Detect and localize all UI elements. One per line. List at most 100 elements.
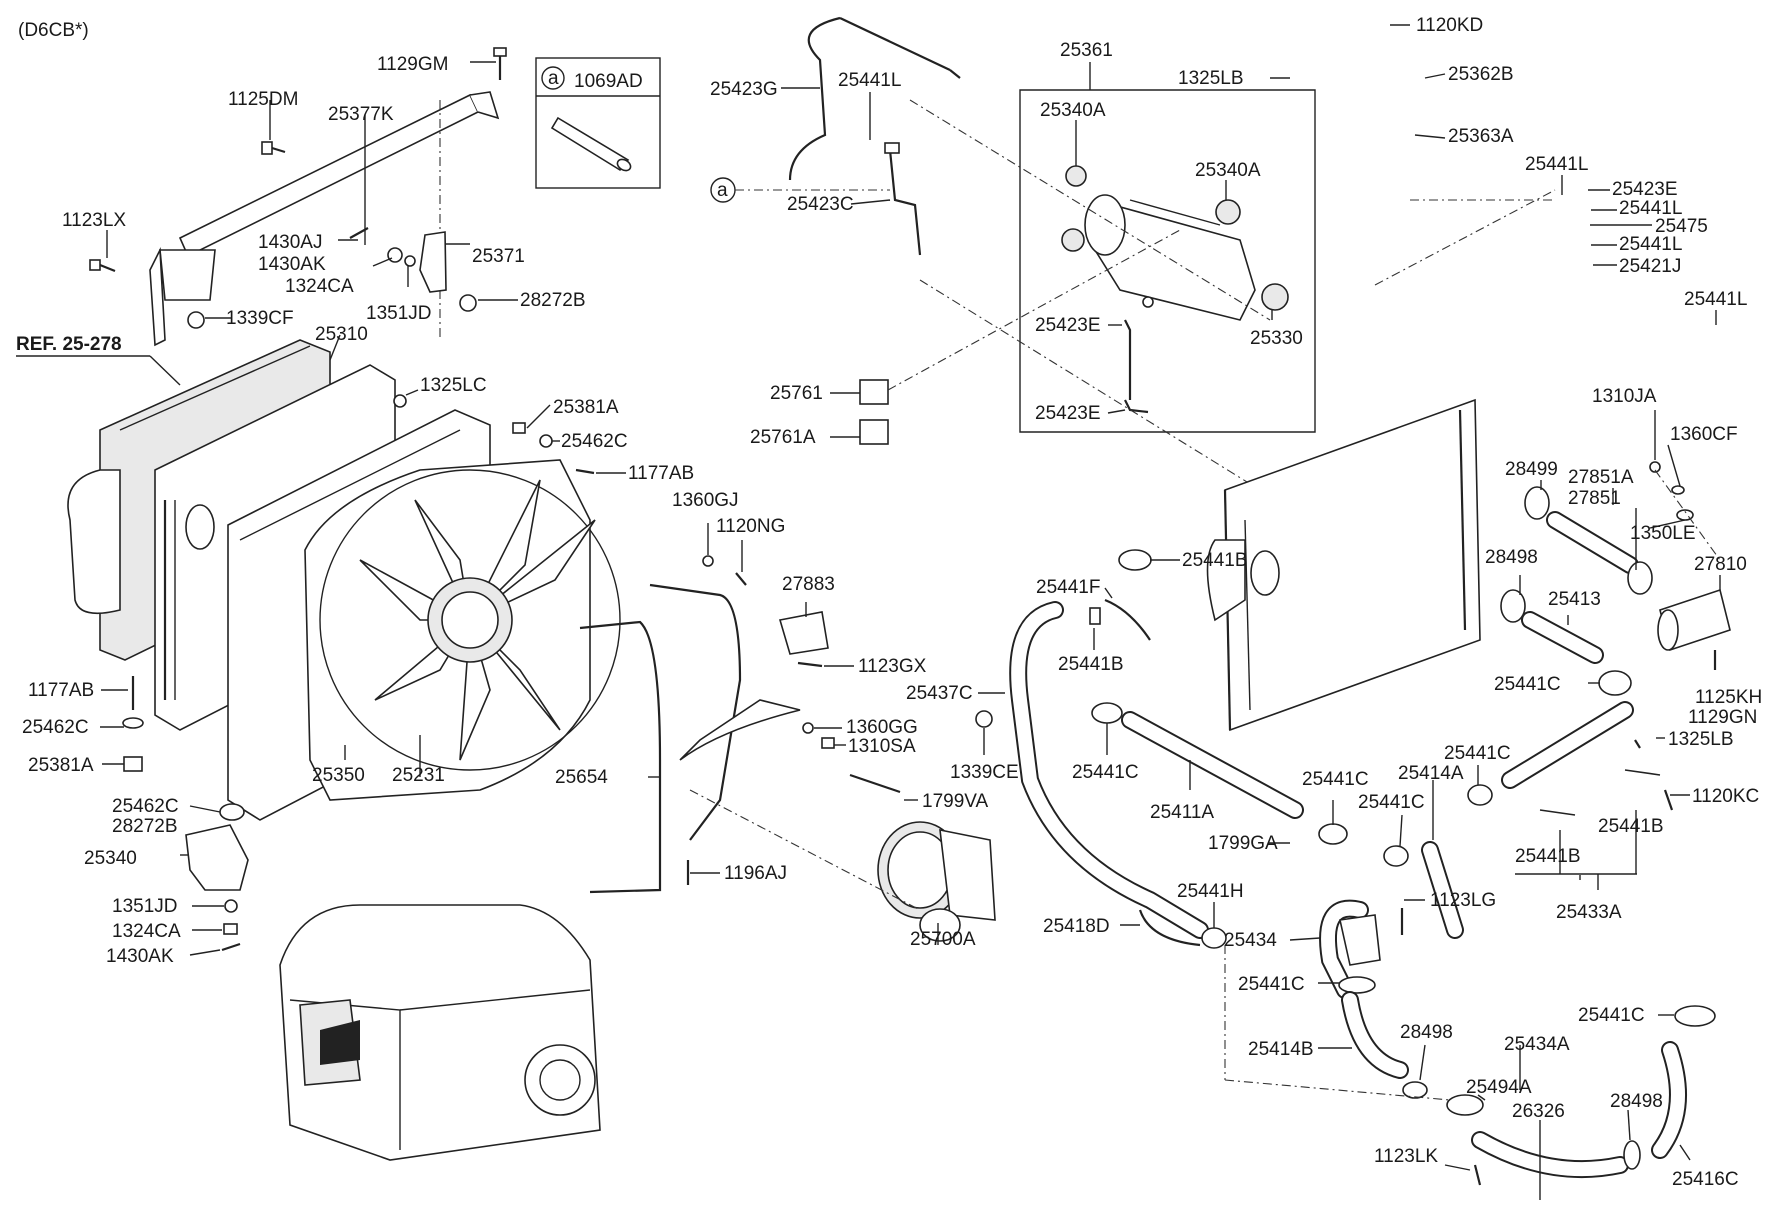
label-25377K: 25377K	[328, 104, 394, 125]
label-1177AB-top: 1177AB	[628, 463, 694, 484]
bolt-icon-1129GM	[493, 47, 507, 80]
label-25441C-r: 25441C	[1494, 674, 1561, 695]
washer-icon-1324CA	[387, 247, 403, 263]
label-25462C-left: 25462C	[22, 717, 89, 738]
washer-icon-1351JD-low	[224, 899, 238, 913]
label-1120KC: 1120KC	[1692, 786, 1759, 807]
label-1125DM: 1125DM	[228, 89, 298, 110]
clamp-icon-25441C-r	[1598, 670, 1632, 696]
clamp-icon-25441C-c	[1467, 784, 1493, 806]
washer-icon-1360CF	[1671, 485, 1685, 495]
label-1360GJ: 1360GJ	[672, 490, 739, 511]
washer-icon-1360GJ	[702, 555, 714, 567]
bolt-icon-1120KC	[1663, 789, 1674, 811]
inset-part-number: 1069AD	[574, 71, 643, 92]
label-1129GN: 1129GN	[1688, 707, 1757, 728]
cooling-fan-25231	[319, 469, 621, 771]
label-27851A: 27851A	[1568, 467, 1634, 488]
clamp-icon-25441C-a	[1091, 702, 1123, 724]
label-25494A: 25494A	[1466, 1077, 1532, 1098]
label-25340A-b: 25340A	[1195, 160, 1261, 181]
clamp-icon-25441B-r2	[1539, 809, 1576, 816]
hose-25411A	[1121, 711, 1304, 819]
label-28272B-top: 28272B	[520, 290, 586, 311]
nut-icon-1325LB-low	[1634, 739, 1641, 749]
label-25441H: 25441H	[1177, 881, 1244, 902]
water-pipe-25434	[1319, 899, 1381, 999]
label-1430AJ: 1430AJ	[258, 232, 322, 253]
label-1129GM: 1129GM	[377, 54, 448, 75]
vehicle-silhouette	[279, 904, 601, 1161]
inset-part-1069AD: a 1069AD	[535, 57, 661, 189]
nut-icon-1324CA-low	[223, 923, 238, 935]
bolt-icon-1125DM	[261, 141, 286, 155]
label-28498-b: 28498	[1400, 1022, 1453, 1043]
radiator-25310-right	[1206, 398, 1481, 732]
ref-marker: a	[717, 180, 728, 201]
engine-variant-label: (D6CB*)	[18, 20, 89, 41]
label-1310SA: 1310SA	[848, 736, 916, 757]
inset-badge: a	[548, 68, 559, 89]
label-25441B-r2: 25441B	[1515, 846, 1581, 867]
label-1125KH: 1125KH	[1695, 687, 1762, 708]
bolt-icon-1177AB-top	[575, 468, 595, 475]
nut-icon-25381A-top	[512, 422, 526, 434]
nut-icon-25381A-left	[123, 756, 143, 772]
label-1196AJ: 1196AJ	[724, 863, 787, 884]
label-27810: 27810	[1694, 554, 1747, 575]
clamp-icon-25441L-top	[884, 142, 900, 154]
label-25761: 25761	[770, 383, 823, 404]
label-25441L-r1: 25441L	[1525, 154, 1588, 175]
label-25434A: 25434A	[1504, 1034, 1570, 1055]
label-25413: 25413	[1548, 589, 1601, 610]
clamp-icon-28498-b	[1402, 1081, 1428, 1099]
label-25423G: 25423G	[710, 79, 778, 100]
mounting-bracket-25654	[579, 583, 801, 894]
label-25423E-r: 25423E	[1612, 179, 1678, 200]
label-28272B-low: 28272B	[112, 816, 178, 837]
label-25434: 25434	[1224, 930, 1277, 951]
hose-25423C	[888, 149, 922, 256]
nut-icon-1339CE	[975, 710, 993, 728]
label-1351JD-low: 1351JD	[112, 896, 178, 917]
radiator-support-bar	[149, 91, 500, 347]
pipe-25434A	[1471, 1131, 1629, 1179]
bolt-icon-1120NG	[735, 572, 747, 586]
label-25310: 25310	[315, 324, 368, 345]
nut-icon-1310JA	[1649, 461, 1661, 473]
hose-25414A	[1421, 841, 1464, 939]
label-25361: 25361	[1060, 40, 1113, 61]
part-number-labels: REF. 25-278 1129GM 1125DM 25377K 1123LX …	[16, 15, 1762, 1190]
label-25381A-left: 25381A	[28, 755, 94, 776]
grommet-icon-28272B	[459, 294, 477, 312]
label-1123LK: 1123LK	[1374, 1146, 1438, 1167]
bracket-27883	[778, 611, 829, 655]
bracket-25371	[419, 231, 447, 293]
label-25381A-top: 25381A	[553, 397, 619, 418]
label-1177AB-left: 1177AB	[28, 680, 94, 701]
label-1350LE: 1350LE	[1630, 523, 1696, 544]
label-25441L-top: 25441L	[838, 70, 901, 91]
label-25441L-r3: 25441L	[1619, 234, 1682, 255]
label-25441C-a: 25441C	[1072, 762, 1139, 783]
label-1123LX: 1123LX	[62, 210, 126, 231]
label-26326: 26326	[1512, 1101, 1565, 1122]
label-1123LG: 1123LG	[1430, 890, 1496, 911]
label-25761A: 25761A	[750, 427, 816, 448]
label-1430AK-top: 1430AK	[258, 254, 326, 275]
label-25441L-r4: 25441L	[1684, 289, 1747, 310]
label-27883: 27883	[782, 574, 835, 595]
label-25700A: 25700A	[910, 929, 976, 950]
bracket-25340	[185, 824, 249, 891]
label-1360GG: 1360GG	[846, 717, 918, 738]
clamp-icon-27851A	[1627, 561, 1653, 595]
label-25441C-e: 25441C	[1238, 974, 1305, 995]
label-25350: 25350	[312, 765, 365, 786]
label-1339CF: 1339CF	[226, 308, 294, 329]
clamp-icon-25441C-d	[1383, 845, 1409, 867]
bolt-icon-1123GX	[797, 661, 823, 668]
hose-sleeve-icon	[550, 116, 632, 172]
label-1799VA: 1799VA	[922, 791, 989, 812]
label-25363A: 25363A	[1448, 126, 1514, 147]
